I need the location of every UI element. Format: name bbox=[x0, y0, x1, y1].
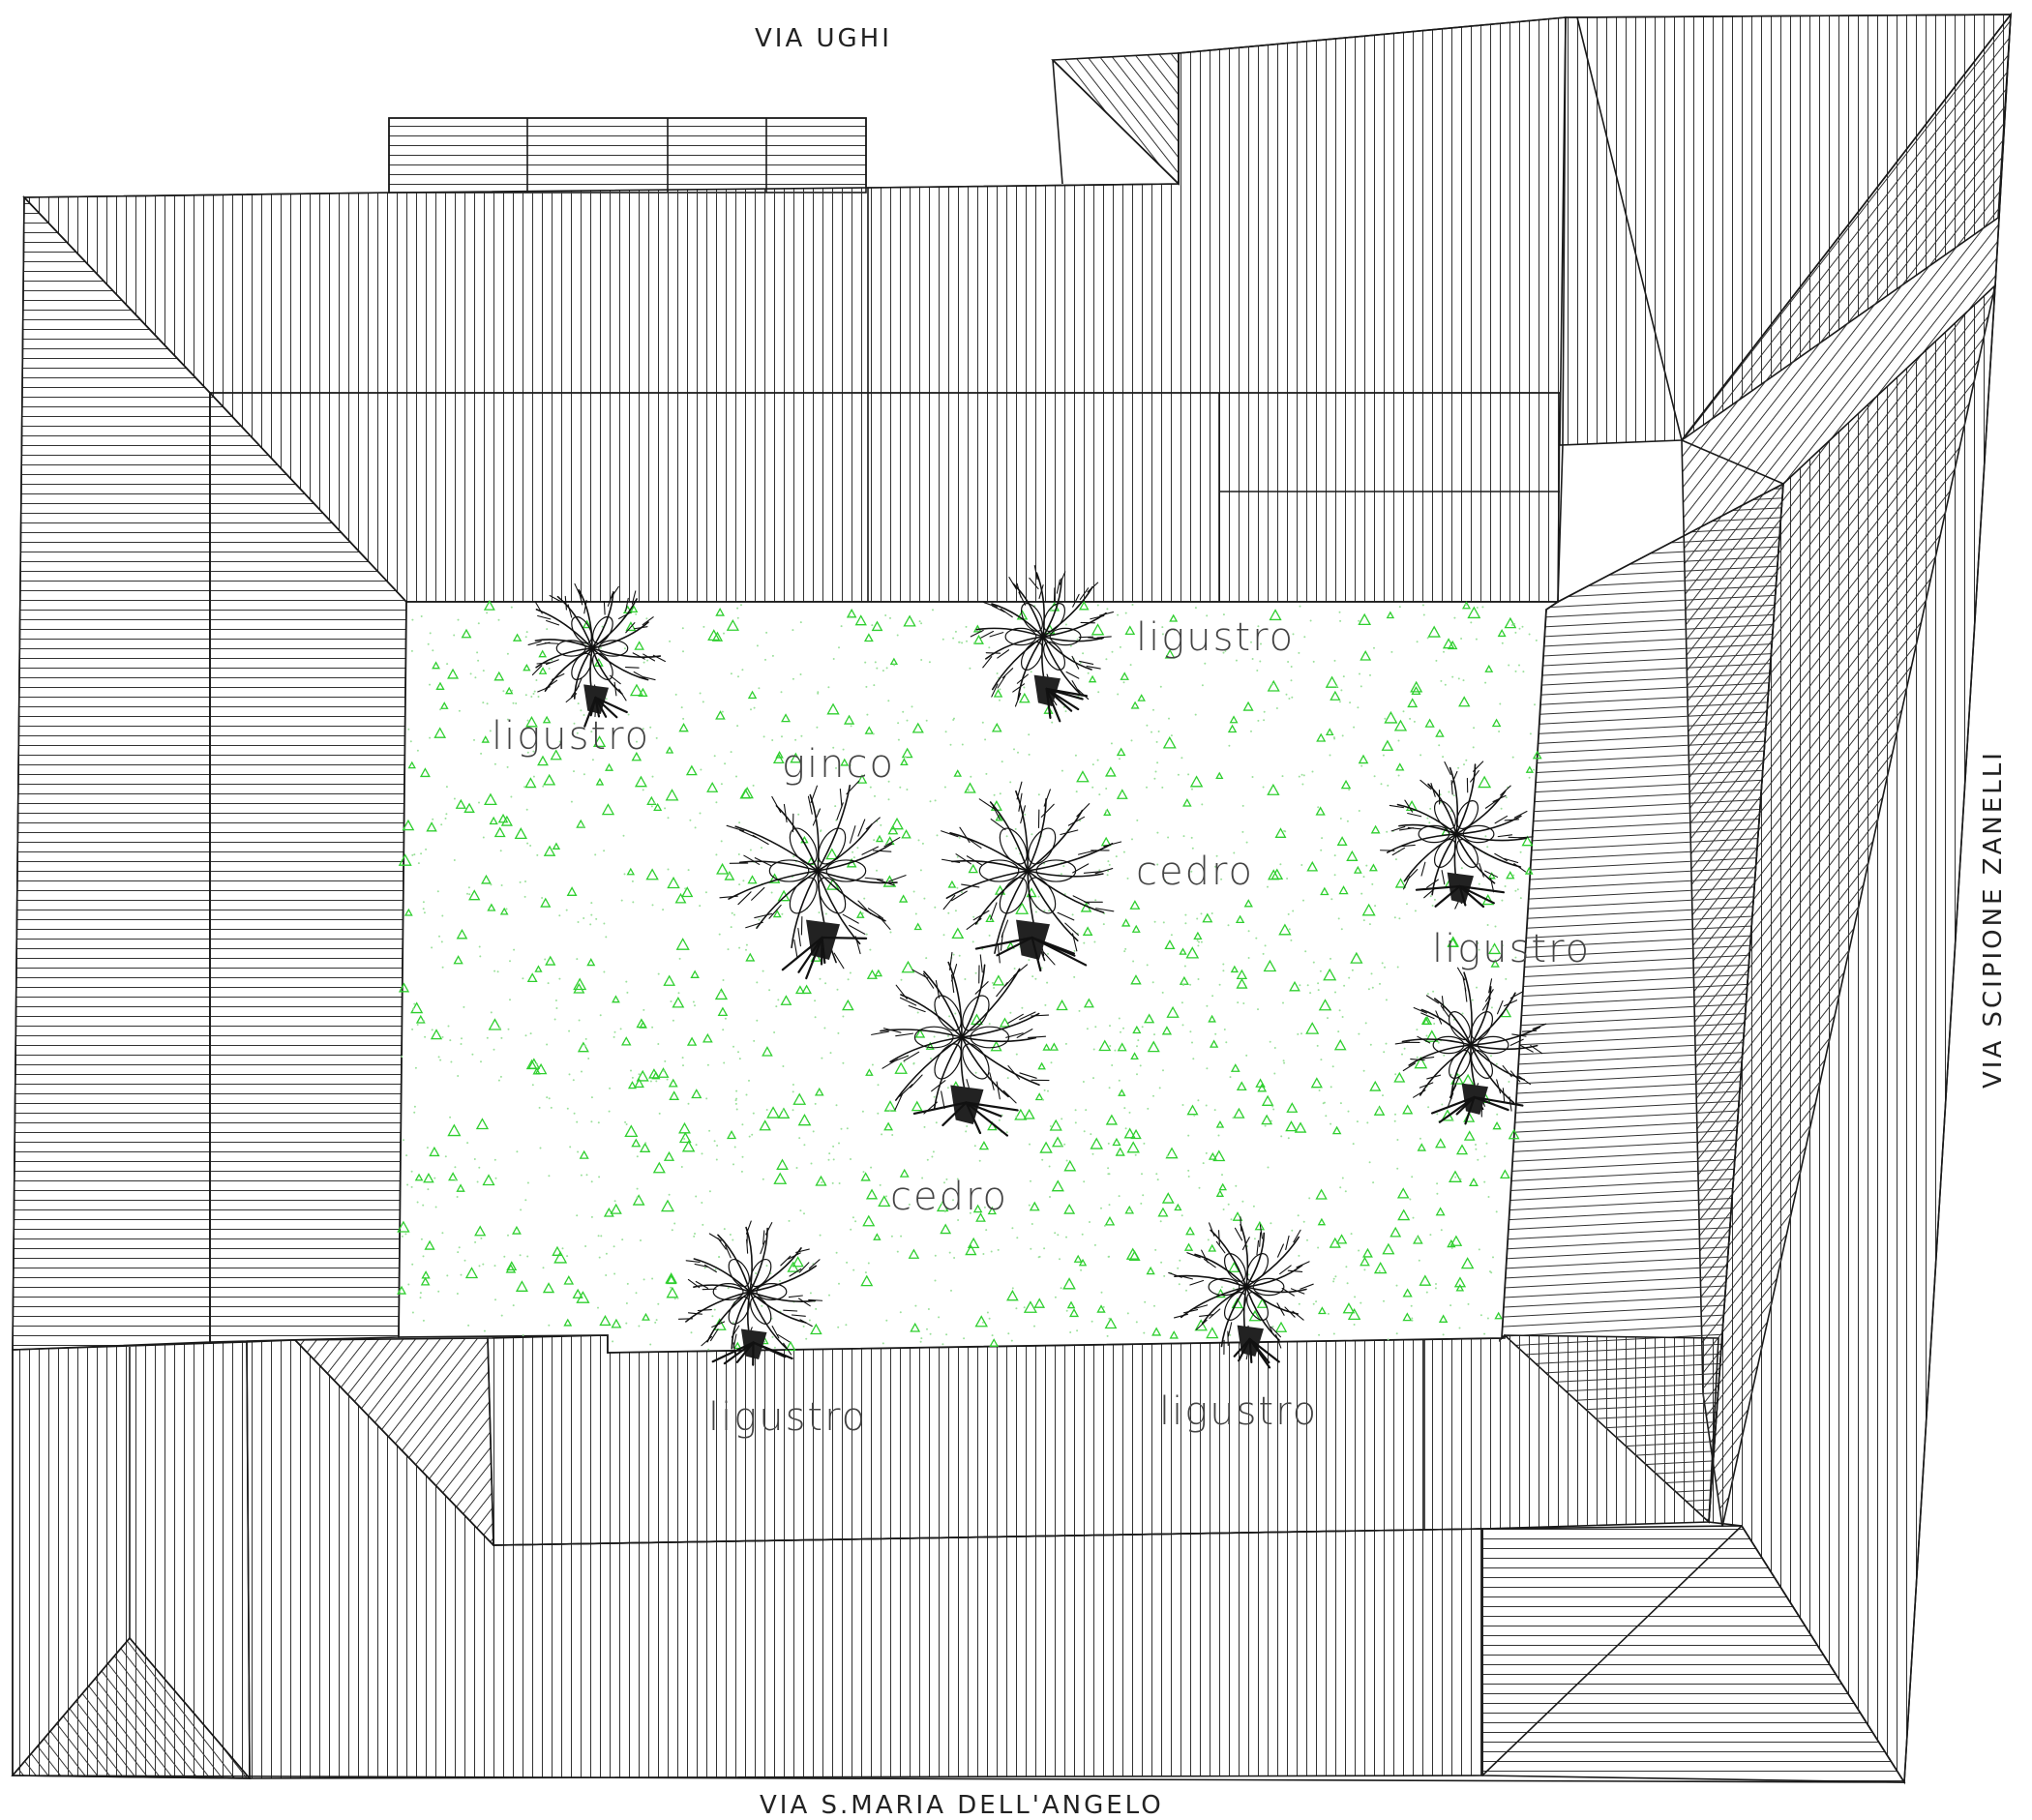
roof-south-wing bbox=[11, 1334, 1906, 1783]
tree-label-ligustro-e: ligustro bbox=[1432, 927, 1591, 971]
tree-symbol bbox=[970, 564, 1115, 723]
street-label-east: VIA SCIPIONE ZANELLI bbox=[1979, 750, 2008, 1089]
tree-symbol bbox=[677, 1220, 823, 1366]
tree-label-ligustro-sw: ligustro bbox=[708, 1395, 867, 1440]
tree-label-cedro-c: cedro bbox=[1136, 850, 1254, 894]
roof-west-wing bbox=[12, 195, 407, 1351]
street-labels: VIA UGHI VIA S.MARIA DELL'ANGELO VIA SCI… bbox=[755, 24, 2008, 1820]
tree-label-ligustro-n: ligustro bbox=[1136, 615, 1295, 660]
roofs bbox=[11, 12, 2012, 1785]
tree-symbol bbox=[1394, 967, 1547, 1125]
tree-label-cedro-s: cedro bbox=[890, 1175, 1008, 1219]
tree-symbol bbox=[719, 780, 907, 980]
tree-symbol bbox=[941, 781, 1122, 972]
tree-symbol bbox=[1168, 1216, 1314, 1369]
tree-label-ginco: ginco bbox=[782, 742, 895, 787]
tree-labels: ligustro ligustro ginco cedro cedro ligu… bbox=[492, 615, 1591, 1440]
roof-north-wing bbox=[22, 16, 1567, 603]
tree-label-ligustro-se: ligustro bbox=[1159, 1389, 1318, 1434]
tree-label-ligustro-nw: ligustro bbox=[492, 714, 650, 759]
street-label-south: VIA S.MARIA DELL'ANGELO bbox=[760, 1791, 1164, 1820]
tree-symbol bbox=[527, 582, 666, 728]
block-outline bbox=[12, 14, 2012, 1783]
tree-symbol bbox=[1379, 761, 1534, 910]
courtyard-lawn bbox=[397, 600, 1561, 1354]
roof-north-annex bbox=[388, 117, 867, 194]
trees-layer bbox=[527, 564, 1547, 1369]
roof-east-wing bbox=[1499, 283, 1996, 1785]
tree-symbol bbox=[871, 951, 1050, 1137]
street-label-north: VIA UGHI bbox=[755, 24, 892, 53]
